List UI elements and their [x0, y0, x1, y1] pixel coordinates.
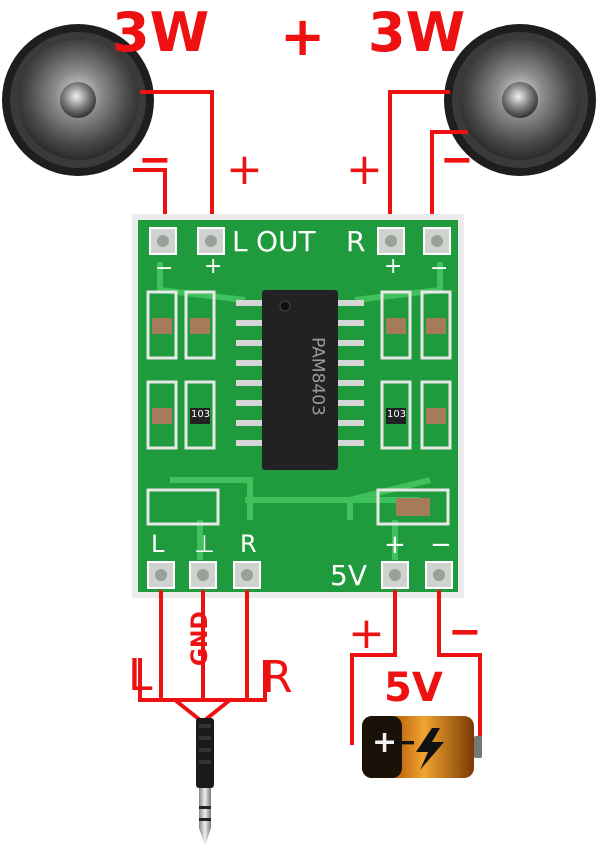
speaker-wires	[133, 90, 468, 232]
resistor-marking-left: 103	[191, 409, 211, 420]
battery-voltage-label: 5V	[384, 665, 443, 711]
board-label-out: OUT	[256, 225, 316, 258]
pad-plus-right: +	[384, 254, 403, 279]
left-speaker	[2, 24, 154, 176]
pad-minus-left: −	[155, 256, 174, 281]
l-wire-label: L	[128, 650, 153, 701]
smd-components-right	[380, 290, 452, 450]
power-pad-plus: +	[384, 530, 406, 560]
amplifier-board	[132, 214, 464, 598]
plus-sign: +	[280, 5, 326, 68]
amplifier-chip	[262, 290, 338, 470]
power-label: 5V	[330, 559, 367, 592]
input-label-l: L	[151, 530, 165, 558]
input-gnd-mark: ⊥	[194, 530, 215, 558]
right-speaker-minus: −	[440, 137, 474, 183]
supply-plus-label: +	[348, 608, 385, 659]
right-speaker-plus: +	[346, 144, 383, 195]
audio-jack-plug	[196, 718, 214, 846]
board-pads	[147, 227, 453, 589]
input-label-r: R	[240, 530, 257, 558]
input-wires	[138, 590, 267, 722]
battery-plus: +	[372, 725, 398, 760]
board-label-r: R	[346, 225, 366, 258]
left-speaker-minus: −	[138, 137, 172, 183]
smd-components-left	[146, 290, 216, 450]
left-power-label: 3W	[112, 1, 210, 64]
r-wire-label: R	[262, 652, 293, 703]
power-wires	[350, 590, 482, 745]
battery	[362, 716, 482, 778]
pad-minus-right: −	[430, 256, 449, 281]
gnd-label: GND	[188, 611, 213, 666]
supply-minus-label: −	[448, 609, 482, 655]
board-label-l: L	[232, 225, 248, 258]
right-power-label: 3W	[368, 1, 466, 64]
pad-plus-left: +	[204, 254, 223, 279]
resistor-marking-right: 103	[387, 409, 407, 420]
power-pad-minus: −	[430, 530, 452, 560]
left-speaker-plus: +	[226, 144, 263, 195]
chip-marking: PAM8403	[307, 337, 328, 416]
battery-minus: −	[392, 725, 418, 760]
right-speaker	[444, 24, 596, 176]
